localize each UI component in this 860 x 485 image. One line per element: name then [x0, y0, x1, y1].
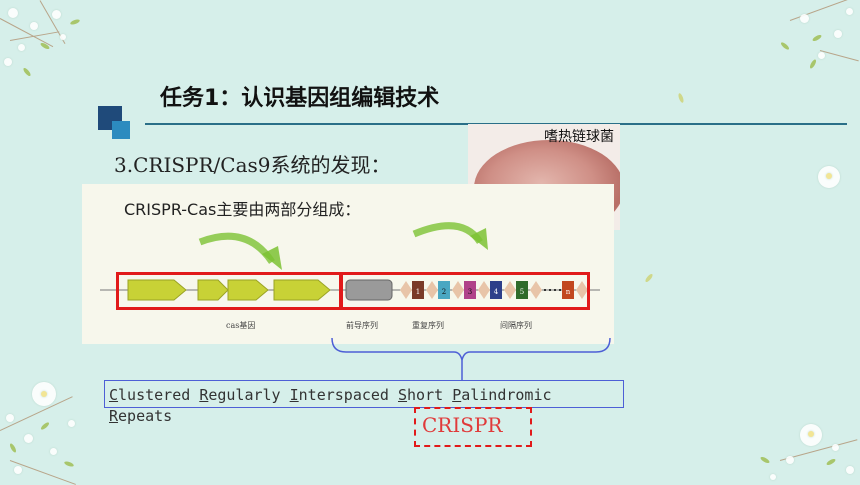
- repeat-diamond: [530, 281, 542, 299]
- leaf-accent: [677, 92, 685, 104]
- caption-spacer: 间隔序列: [500, 321, 532, 330]
- initial-i: I: [289, 386, 299, 404]
- initial-c: C: [109, 386, 119, 404]
- caption-leader: 前导序列: [346, 321, 378, 330]
- spacer-block: [464, 281, 476, 299]
- initial-r: R: [199, 386, 209, 404]
- crispr-array-box: [340, 272, 590, 310]
- spacer-number: 1: [416, 288, 420, 296]
- repeat-diamond: [478, 281, 490, 299]
- cas-gene-arrow: [127, 279, 187, 301]
- spacer-number: n: [566, 288, 571, 296]
- slide-title: 任务1：认识基因组编辑技术: [160, 86, 440, 111]
- initial-r2: R: [109, 407, 119, 425]
- title-marker-light: [112, 121, 130, 139]
- green-arrowhead-right: [470, 228, 488, 250]
- repeat-diamond: [426, 281, 438, 299]
- word-rest: epeats: [118, 407, 173, 425]
- caption-cas: cas基因: [226, 321, 256, 330]
- acronym-crispr: CRISPR: [422, 413, 503, 437]
- spacer-number: 4: [494, 288, 499, 296]
- spacer-block: [412, 281, 424, 299]
- crispr-cas-diagram: CRISPR-Cas主要由两部分组成： 1 2 3: [82, 184, 614, 344]
- green-arrowhead-left: [262, 246, 282, 270]
- green-arrow-right: [412, 222, 483, 245]
- crispr-full-name-box: Clustered Regularly Interspaced Short Pa…: [104, 380, 624, 425]
- cas-genes-box: [116, 272, 342, 310]
- word-rest: lustered: [118, 386, 200, 404]
- cas-gene-arrow: [227, 279, 269, 301]
- spacer-block: [516, 281, 528, 299]
- caption-repeat: 重复序列: [412, 321, 444, 330]
- green-arrow-left: [198, 232, 275, 265]
- repeat-diamond: [452, 281, 464, 299]
- word-rest: egularly: [208, 386, 290, 404]
- spacer-number: 3: [468, 288, 472, 296]
- initial-s: S: [398, 386, 408, 404]
- word-rest: hort: [407, 386, 453, 404]
- spacer-block: [438, 281, 450, 299]
- cas-gene-arrow: [273, 279, 331, 301]
- repeat-diamond: [504, 281, 516, 299]
- brace-connector: [331, 338, 611, 380]
- spacer-block: [562, 281, 574, 299]
- word-rest: nterspaced: [298, 386, 398, 404]
- photo-label: 嗜热链球菌: [544, 129, 614, 145]
- leaf-accent: [644, 272, 654, 284]
- diagram-graphic: 1 2 3 4 5 n: [100, 222, 600, 301]
- acronym-box: CRISPR: [414, 407, 532, 447]
- cas-gene-arrow: [197, 279, 229, 301]
- spacer-number: 5: [520, 288, 524, 296]
- spacer-number: 2: [442, 288, 446, 296]
- diagram-title: CRISPR-Cas主要由两部分组成：: [124, 200, 361, 219]
- repeat-diamond: [576, 281, 588, 299]
- spacer-block: [490, 281, 502, 299]
- section-heading: 3.CRISPR/Cas9系统的发现：: [114, 153, 391, 177]
- initial-p: P: [452, 386, 462, 404]
- leader-sequence: [345, 279, 393, 301]
- repeat-diamond: [400, 281, 412, 299]
- word-rest: alindromic: [461, 386, 552, 404]
- crispr-full-name: Clustered Regularly Interspaced Short Pa…: [109, 385, 579, 427]
